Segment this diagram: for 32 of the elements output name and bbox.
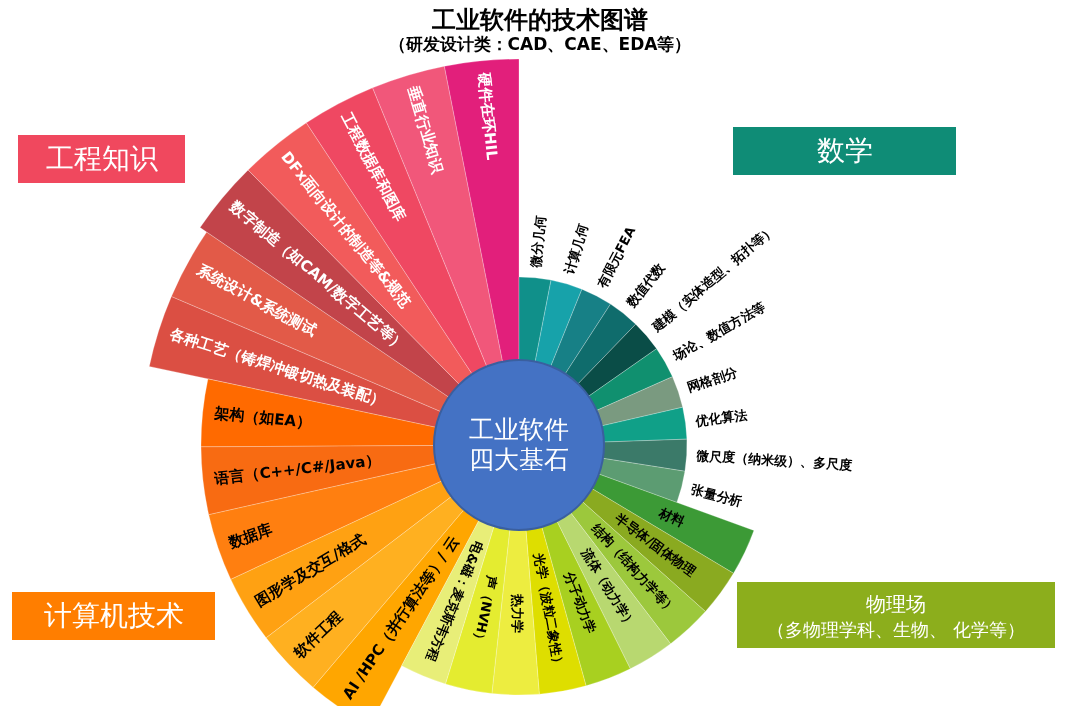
sector-label: 微分几何 (528, 215, 549, 269)
sector-label: 架构（如EA） (212, 404, 312, 433)
chart-sector (601, 438, 688, 472)
sector-label: 语言（C++/C#/Java） (212, 452, 382, 489)
chart-sector (587, 348, 673, 412)
header-subtitle: （多物理学科、生物、 化学等） (767, 618, 1025, 642)
sector-label: 声（NVH） (471, 574, 500, 647)
sector-label: 计算几何 (562, 222, 592, 277)
sector-label: 数据库 (225, 521, 275, 554)
title: 工业软件的技术图谱 (432, 5, 648, 35)
header-title: 工程知识 (45, 141, 158, 177)
category-header (18, 135, 185, 183)
chart-sector (595, 376, 684, 427)
category-header (733, 127, 956, 175)
sector-label: 硬件在环HIL (473, 70, 500, 161)
sector-label: 网格剖分 (685, 364, 740, 396)
category-header (12, 592, 215, 640)
subtitle: （研发设计类：CAD、CAE、EDA等） (388, 33, 692, 56)
header-title: 数学 (816, 133, 873, 169)
center-label: 工业软件四大基石 (468, 415, 570, 475)
sector-label: 数值代数 (623, 260, 668, 310)
sector-label: 微尺度（纳米级）、多尺度 (696, 448, 853, 473)
sector-label: 优化算法 (694, 407, 748, 430)
sector-label: 张量分析 (689, 482, 744, 510)
header-title: 物理场 (866, 590, 926, 618)
sector-label: 软件工程 (289, 608, 347, 664)
sector-label: 材料 (656, 505, 687, 530)
chart-sector (600, 406, 688, 443)
category-header (737, 582, 1055, 648)
sector-label: 垂直行业知识 (402, 83, 446, 176)
header-title: 计算机技术 (43, 598, 184, 634)
sector-label: 热力学 (508, 594, 525, 634)
